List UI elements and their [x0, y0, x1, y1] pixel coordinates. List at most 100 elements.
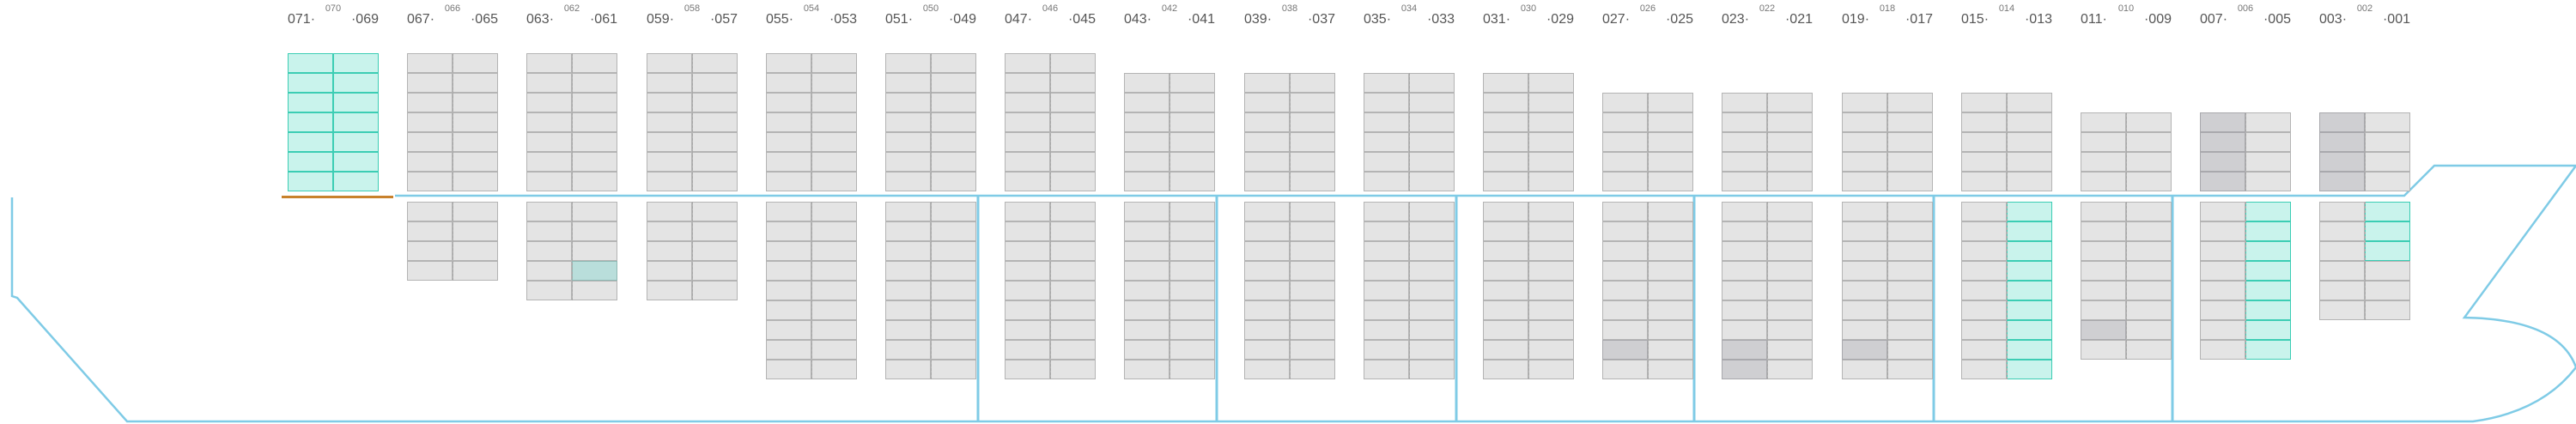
- container-slot[interactable]: [2081, 281, 2126, 300]
- container-slot[interactable]: [2319, 221, 2365, 241]
- container-slot[interactable]: [766, 241, 811, 261]
- container-slot[interactable]: [1842, 300, 1887, 320]
- container-slot[interactable]: [1602, 320, 1648, 340]
- container-slot[interactable]: [1244, 340, 1290, 360]
- container-slot[interactable]: [1364, 320, 1409, 340]
- container-slot[interactable]: [1290, 300, 1335, 320]
- container-slot[interactable]: [1528, 172, 1574, 191]
- container-slot[interactable]: [2245, 241, 2291, 261]
- container-slot[interactable]: [1722, 132, 1767, 152]
- container-slot[interactable]: [1842, 112, 1887, 132]
- container-slot[interactable]: [1050, 300, 1096, 320]
- container-slot[interactable]: [1364, 340, 1409, 360]
- container-slot[interactable]: [1409, 152, 1455, 172]
- container-slot[interactable]: [1722, 221, 1767, 241]
- container-slot[interactable]: [2245, 112, 2291, 132]
- container-slot[interactable]: [1842, 152, 1887, 172]
- container-slot[interactable]: [647, 112, 692, 132]
- container-slot[interactable]: [333, 93, 379, 112]
- container-slot[interactable]: [1648, 320, 1693, 340]
- container-slot[interactable]: [1364, 93, 1409, 112]
- container-slot[interactable]: [407, 172, 453, 191]
- container-slot[interactable]: [2200, 112, 2245, 132]
- container-slot[interactable]: [1290, 112, 1335, 132]
- container-slot[interactable]: [1767, 93, 1813, 112]
- container-slot[interactable]: [526, 93, 572, 112]
- container-slot[interactable]: [692, 132, 738, 152]
- container-slot[interactable]: [1364, 300, 1409, 320]
- container-slot[interactable]: [647, 152, 692, 172]
- container-slot[interactable]: [2126, 112, 2172, 132]
- container-slot[interactable]: [1887, 320, 1933, 340]
- container-slot[interactable]: [1648, 300, 1693, 320]
- container-slot[interactable]: [333, 112, 379, 132]
- container-slot[interactable]: [1124, 172, 1170, 191]
- container-slot[interactable]: [1722, 241, 1767, 261]
- container-slot[interactable]: [2319, 172, 2365, 191]
- container-slot[interactable]: [2245, 202, 2291, 221]
- container-slot[interactable]: [2126, 340, 2172, 360]
- container-slot[interactable]: [1290, 340, 1335, 360]
- container-slot[interactable]: [1842, 132, 1887, 152]
- container-slot[interactable]: [931, 360, 976, 379]
- container-slot[interactable]: [1244, 172, 1290, 191]
- container-slot[interactable]: [1124, 360, 1170, 379]
- container-slot[interactable]: [2365, 202, 2410, 221]
- container-slot[interactable]: [1602, 172, 1648, 191]
- container-slot[interactable]: [1842, 340, 1887, 360]
- container-slot[interactable]: [647, 281, 692, 300]
- container-slot[interactable]: [766, 300, 811, 320]
- container-slot[interactable]: [766, 172, 811, 191]
- container-slot[interactable]: [2007, 172, 2052, 191]
- container-slot[interactable]: [526, 73, 572, 93]
- container-slot[interactable]: [931, 202, 976, 221]
- container-slot[interactable]: [1842, 360, 1887, 379]
- container-slot[interactable]: [1961, 261, 2007, 281]
- container-slot[interactable]: [1602, 93, 1648, 112]
- container-slot[interactable]: [526, 281, 572, 300]
- container-slot[interactable]: [2365, 132, 2410, 152]
- container-slot[interactable]: [1409, 281, 1455, 300]
- container-slot[interactable]: [1602, 132, 1648, 152]
- container-slot[interactable]: [1290, 93, 1335, 112]
- container-slot[interactable]: [1528, 221, 1574, 241]
- container-slot[interactable]: [1124, 112, 1170, 132]
- container-slot[interactable]: [1290, 241, 1335, 261]
- container-slot[interactable]: [1722, 172, 1767, 191]
- container-slot[interactable]: [766, 152, 811, 172]
- container-slot[interactable]: [1648, 152, 1693, 172]
- container-slot[interactable]: [1170, 93, 1215, 112]
- container-slot[interactable]: [1124, 300, 1170, 320]
- container-slot[interactable]: [1170, 261, 1215, 281]
- container-slot[interactable]: [1887, 360, 1933, 379]
- container-slot[interactable]: [1170, 320, 1215, 340]
- container-slot[interactable]: [2126, 241, 2172, 261]
- container-slot[interactable]: [1722, 281, 1767, 300]
- container-slot[interactable]: [1290, 360, 1335, 379]
- container-slot[interactable]: [2200, 132, 2245, 152]
- container-slot[interactable]: [1170, 112, 1215, 132]
- container-slot[interactable]: [453, 132, 498, 152]
- container-slot[interactable]: [1244, 73, 1290, 93]
- container-slot[interactable]: [1648, 112, 1693, 132]
- container-slot[interactable]: [1842, 320, 1887, 340]
- container-slot[interactable]: [1602, 360, 1648, 379]
- container-slot[interactable]: [1722, 340, 1767, 360]
- container-slot[interactable]: [407, 53, 453, 73]
- container-slot[interactable]: [1648, 360, 1693, 379]
- container-slot[interactable]: [1364, 132, 1409, 152]
- container-slot[interactable]: [931, 261, 976, 281]
- container-slot[interactable]: [1961, 241, 2007, 261]
- container-slot[interactable]: [1528, 132, 1574, 152]
- container-slot[interactable]: [1050, 93, 1096, 112]
- container-slot[interactable]: [1244, 93, 1290, 112]
- container-slot[interactable]: [1842, 172, 1887, 191]
- container-slot[interactable]: [1887, 261, 1933, 281]
